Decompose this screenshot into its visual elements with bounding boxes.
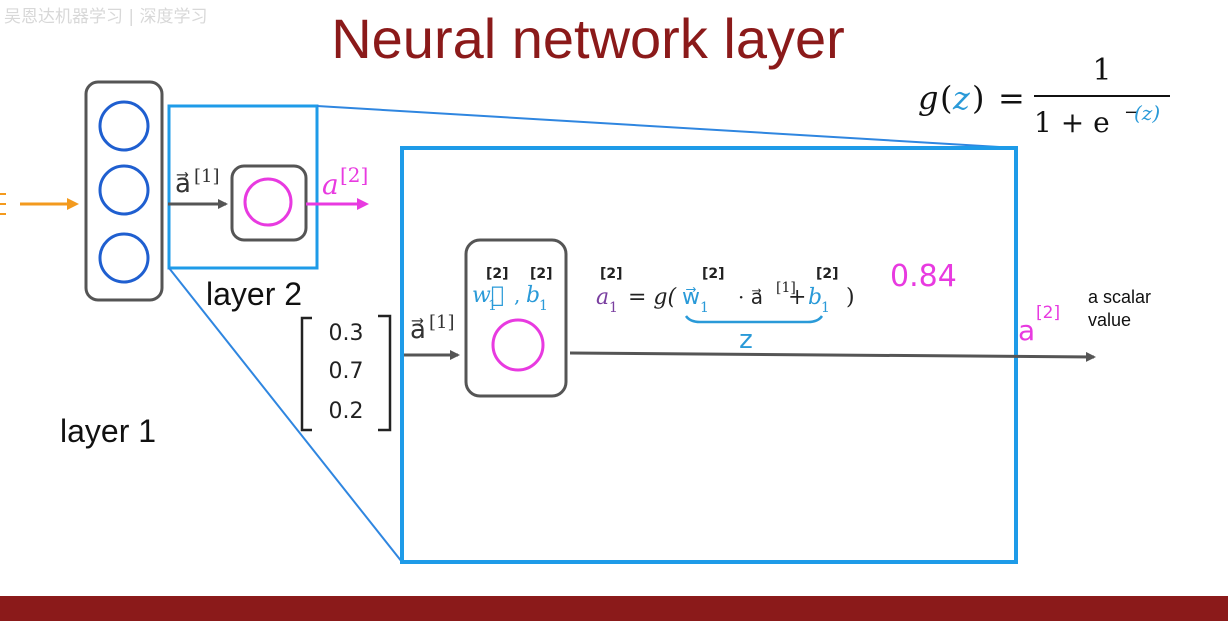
eq-b-sub: 1: [821, 300, 830, 316]
layer1-box: [84, 80, 164, 302]
layer1-neuron: [98, 100, 150, 152]
detail-neuron: [491, 318, 545, 372]
param-b-sub: 1: [539, 298, 548, 314]
detail-output-label: a: [1018, 314, 1035, 347]
eq-w-superscript: [2]: [702, 266, 725, 282]
svg-text:(: (: [940, 79, 952, 117]
eq-b: b: [808, 285, 822, 310]
detail-output-superscript: [2]: [1036, 303, 1060, 323]
layer1-neuron: [98, 232, 150, 284]
vector-bracket-right: [378, 314, 392, 432]
layer2-neuron: [243, 177, 293, 227]
zoom-line-bottom: [168, 267, 403, 563]
param-b: b: [526, 283, 540, 308]
overview-output-superscript: [2]: [340, 163, 368, 187]
formula-z: z: [952, 79, 971, 117]
param-w: w⃗: [472, 283, 504, 308]
scalar-caption-line2: value: [1088, 310, 1131, 330]
overview-output-label: a: [322, 168, 339, 201]
sigmoid-formula: g ( z ) = 1 1 + e − (z): [918, 53, 1170, 139]
overview-input-label: a⃗: [175, 169, 191, 199]
eq-a: a: [596, 285, 609, 310]
layer2-highlight-box: [167, 104, 319, 270]
eq-g: = g(: [628, 285, 677, 310]
z-label: z: [739, 325, 753, 355]
eq-a-superscript: [2]: [600, 266, 623, 282]
layer2-box: [230, 164, 308, 242]
eq-a-sub: 1: [609, 300, 618, 316]
param-w-sub: 1: [488, 298, 497, 314]
layer1-neuron: [98, 164, 150, 216]
param-w-superscript: [2]: [486, 266, 509, 282]
vector-value: 0.3: [329, 321, 364, 346]
vector-bracket-left: [300, 316, 312, 432]
overview-input-superscript: [1]: [194, 166, 220, 187]
zoom-line-top: [316, 105, 1017, 149]
eq-b-superscript: [2]: [816, 266, 839, 282]
detail-output-arrow: [569, 351, 1096, 362]
param-b-superscript: [2]: [530, 266, 553, 282]
result-value: 0.84: [890, 259, 957, 294]
svg-text:,: ,: [514, 283, 520, 307]
page-title: Neural network layer: [331, 7, 845, 70]
watermark-text: 吴恩达机器学习 | 深度学习: [4, 7, 208, 27]
eq-dot-superscript: [1]: [776, 280, 796, 296]
svg-text:): ): [972, 79, 984, 117]
eq-dot: · a⃗: [738, 285, 763, 309]
vector-value: 0.2: [329, 399, 364, 424]
formula-exp-minus: −: [1124, 102, 1139, 123]
detail-input-superscript: [1]: [429, 312, 455, 333]
eq-close: ): [846, 285, 855, 310]
activation-equation: [2] a 1 = g( [2] w⃗ 1 · a⃗ [1] + [2] b 1…: [596, 266, 855, 355]
eq-plus: +: [788, 285, 806, 310]
z-underbrace: [684, 315, 824, 324]
formula-equals: =: [998, 79, 1025, 117]
scalar-caption-line1: a scalar: [1088, 287, 1151, 307]
formula-denominator: 1 + e: [1034, 106, 1110, 139]
detail-neuron-box: [464, 238, 568, 398]
formula-exp-z: (z): [1134, 101, 1160, 125]
eq-w: w⃗: [682, 285, 700, 310]
eq-w-sub: 1: [700, 300, 709, 316]
formula-numerator: 1: [1092, 53, 1111, 88]
layer2-label: layer 2: [206, 276, 302, 312]
vector-value: 0.7: [329, 359, 364, 384]
layer1-label: layer 1: [60, 413, 156, 449]
formula-g: g: [918, 79, 938, 117]
footer-bar: [0, 596, 1228, 621]
detail-input-label: a⃗: [410, 315, 426, 345]
